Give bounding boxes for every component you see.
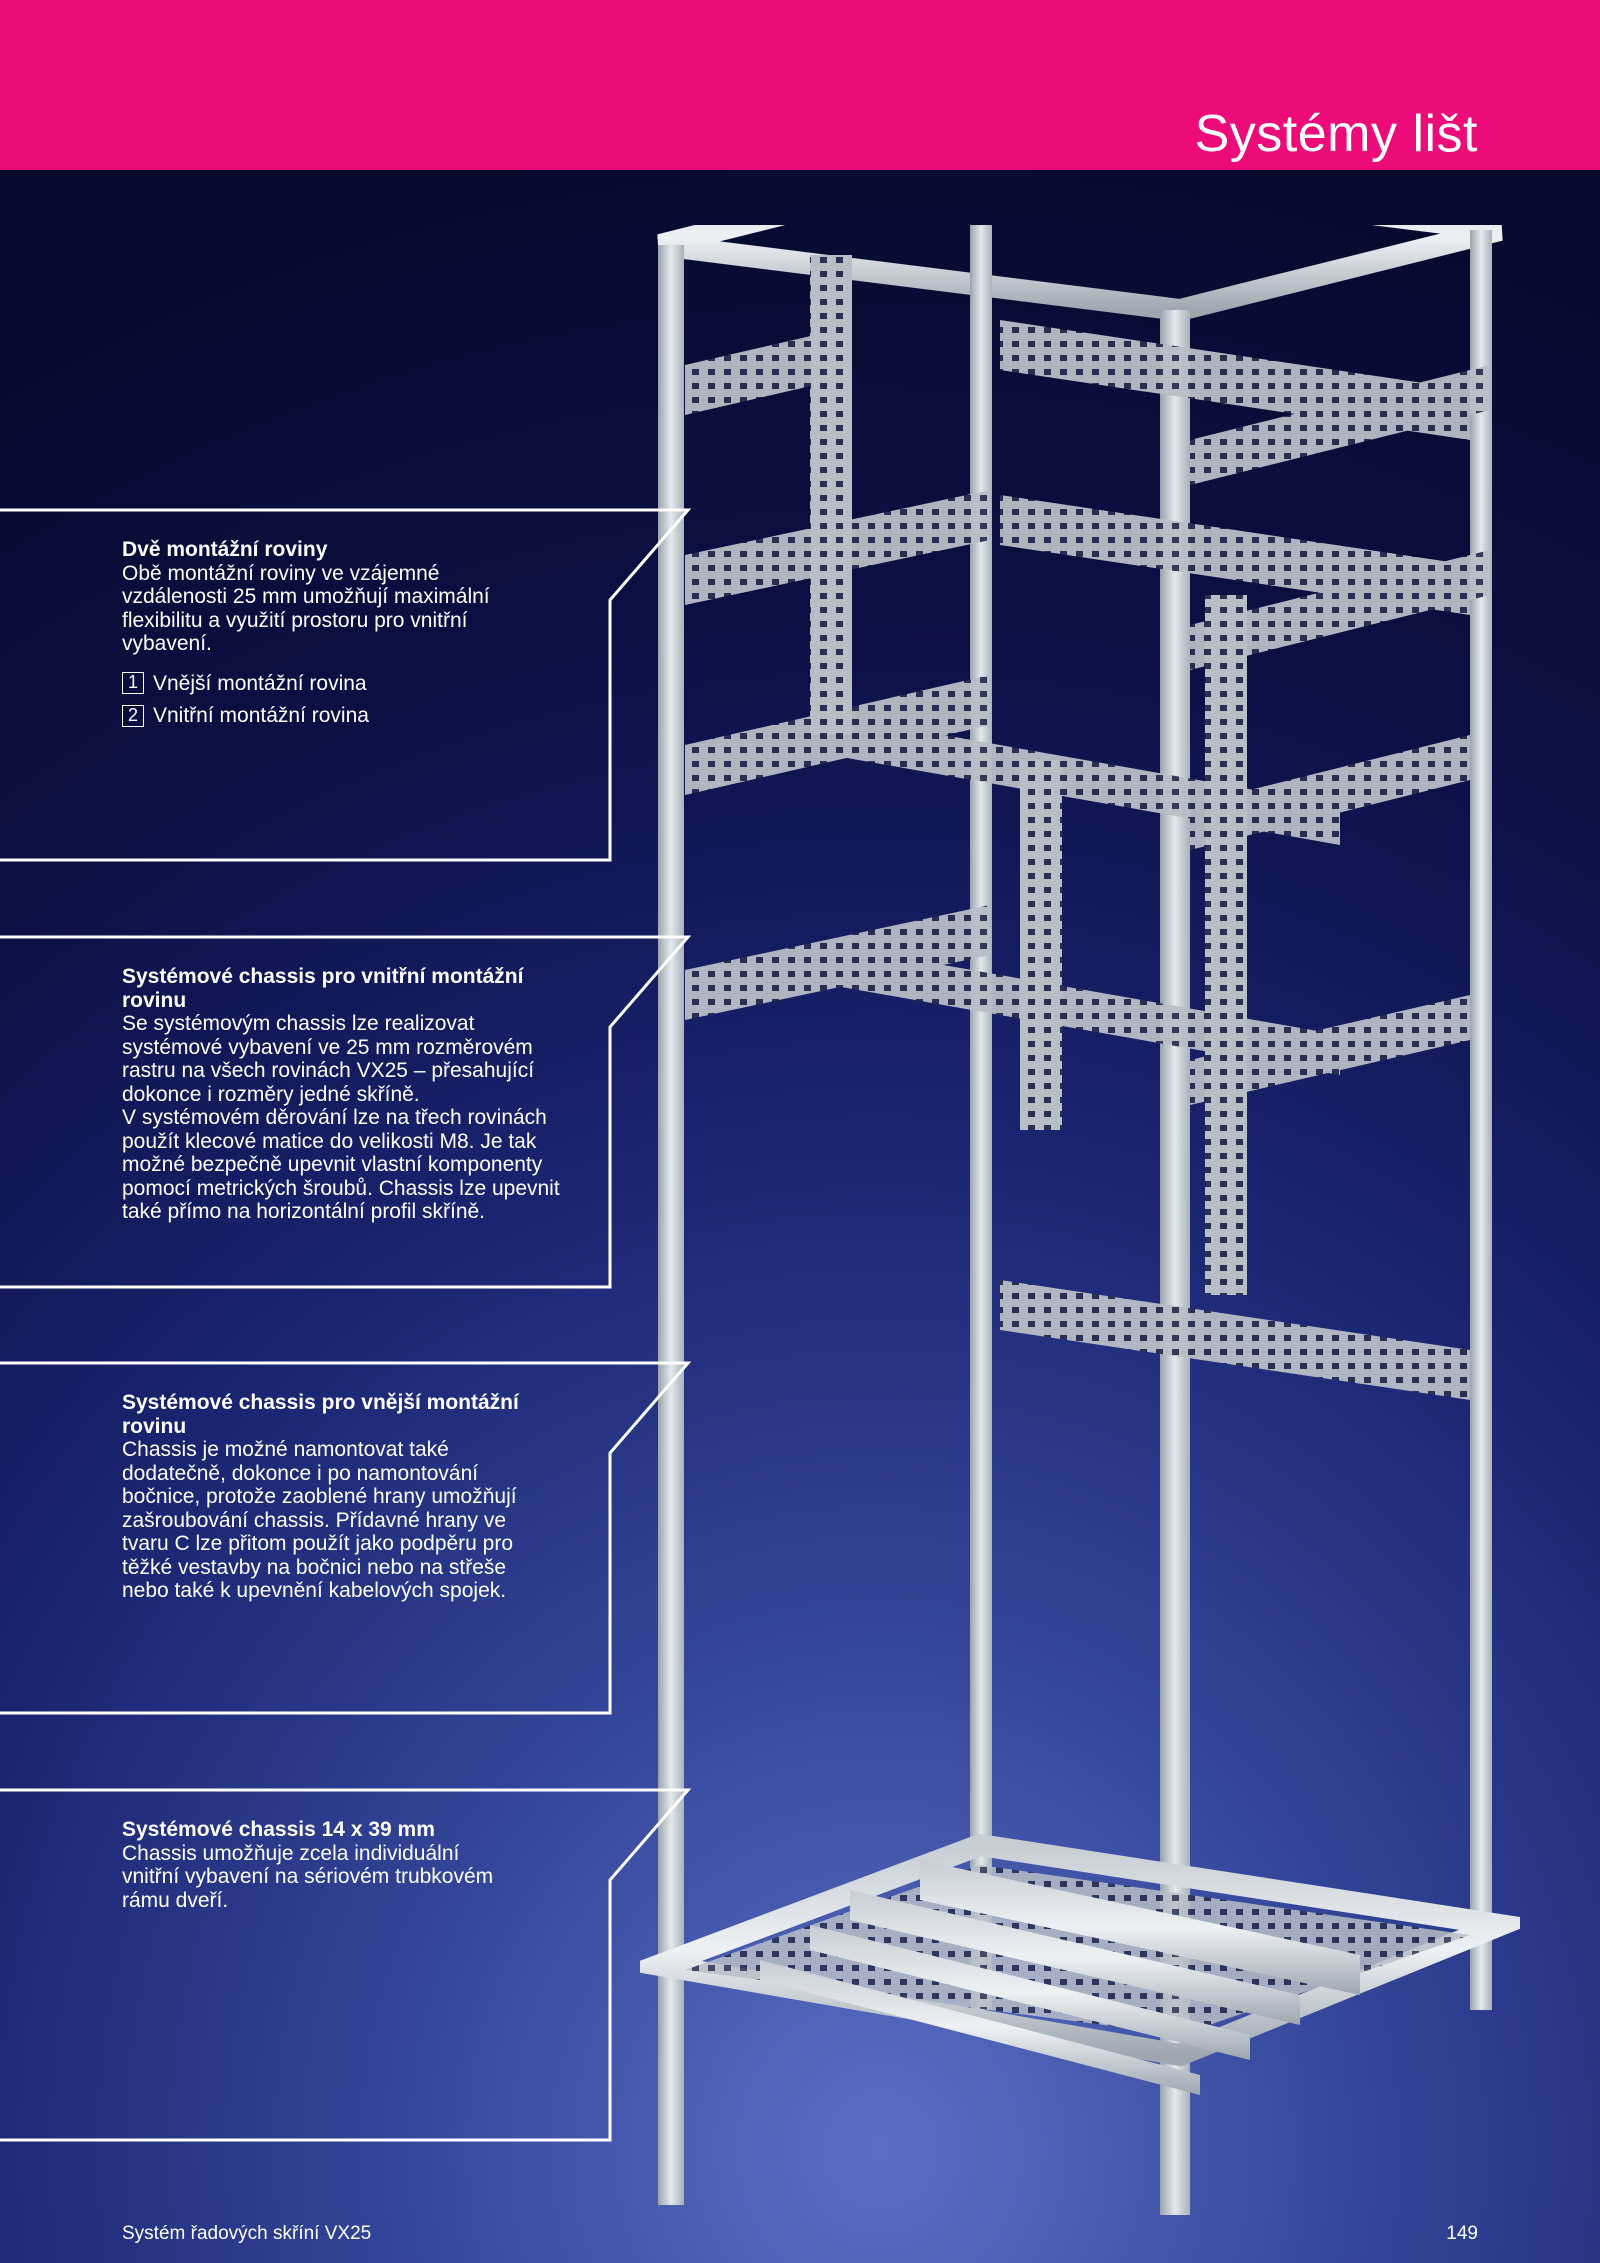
callout-frame (0, 1788, 692, 2142)
legend-item: 2 Vnitřní montážní rovina (122, 704, 582, 728)
callout-body: Se systémovým chassis lze realizovat sys… (122, 1012, 560, 1223)
footer-title: Systém řadových skříní VX25 (122, 2223, 372, 2244)
callout-body: Obě montážní roviny ve vzájemné vzdáleno… (122, 561, 490, 656)
legend-item: 1 Vnější montážní rovina (122, 672, 582, 696)
callout-heading: Dvě montážní roviny (122, 538, 328, 561)
callout-body: Chassis umožňuje zcela individuální vnit… (122, 1841, 494, 1912)
legend-number: 2 (122, 704, 144, 727)
callout-mounting-planes: Dvě montážní roviny Obě montážní roviny … (0, 505, 700, 865)
page-number: 149 (1446, 2223, 1478, 2244)
callout-chassis-14x39: Systémové chassis 14 x 39 mm Chassis umo… (0, 1785, 700, 2145)
callout-outer-chassis: Systémové chassis pro vnější montážní ro… (0, 1358, 700, 1718)
legend-label: Vnější montážní rovina (153, 671, 367, 695)
callout-heading: Systémové chassis 14 x 39 mm (122, 1818, 435, 1841)
legend-label: Vnitřní montážní rovina (153, 704, 369, 727)
legend-number: 1 (122, 672, 144, 695)
callout-frame (0, 508, 692, 862)
callout-body: Chassis je možné namontovat také dodateč… (122, 1438, 517, 1602)
callout-frame (0, 1361, 692, 1715)
callout-heading: Systémové chassis pro vnitřní montážní r… (122, 965, 524, 1012)
callout-heading: Systémové chassis pro vnější montážní ro… (122, 1391, 519, 1438)
callout-frame (0, 935, 692, 1289)
callout-inner-chassis: Systémové chassis pro vnitřní montážní r… (0, 932, 700, 1292)
rack-frame-illustration (640, 225, 1520, 2215)
page-title: Systémy lišt (1194, 105, 1478, 163)
header-bar (0, 0, 1600, 170)
legend: 1 Vnější montážní rovina 2 Vnitřní montá… (122, 672, 582, 728)
